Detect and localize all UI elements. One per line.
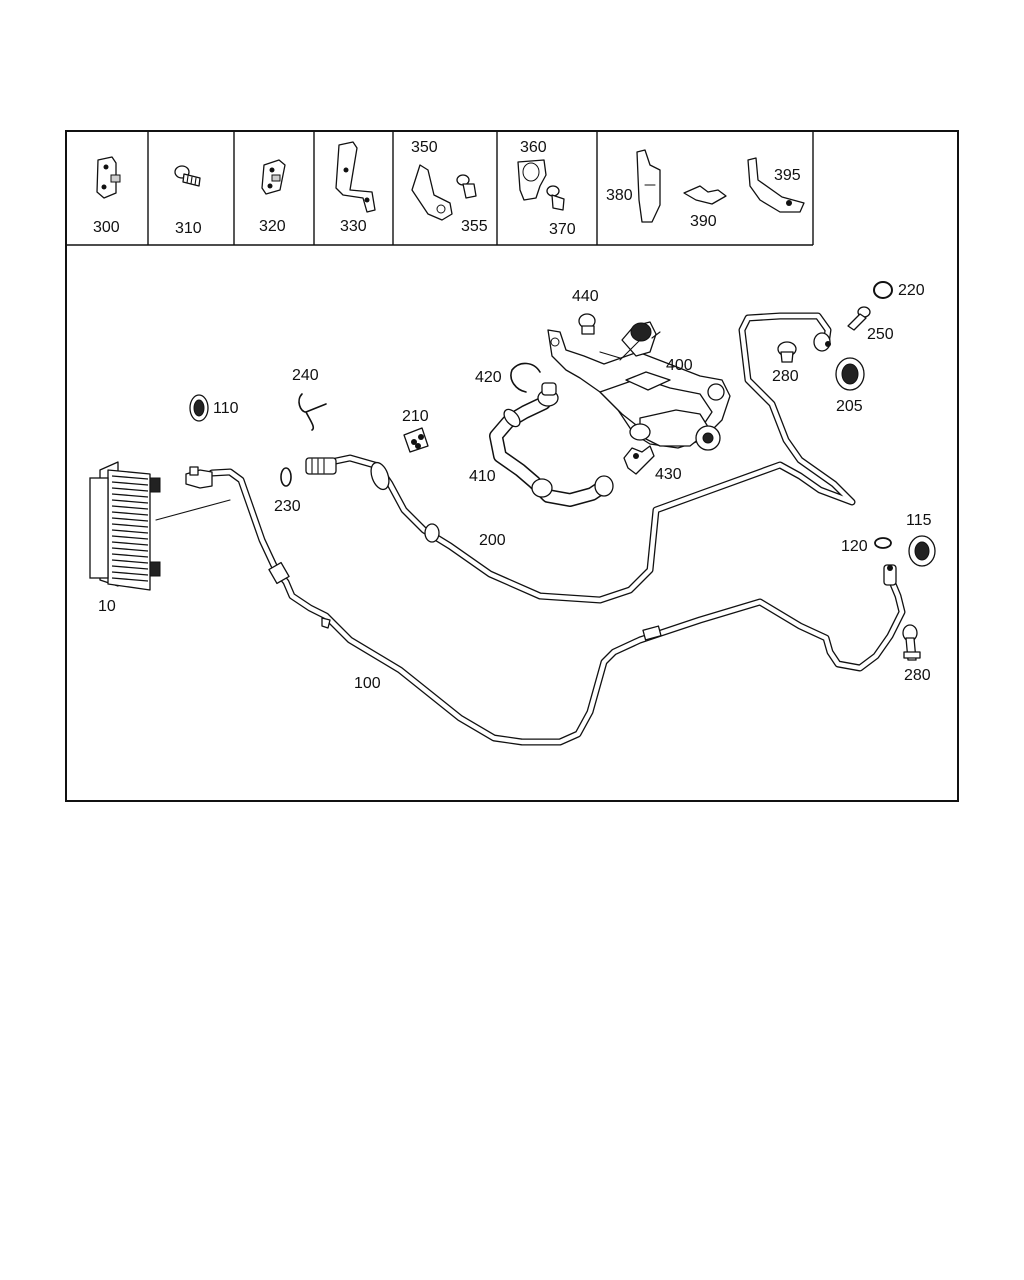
bolt-250-icon — [847, 306, 871, 331]
o-ring-220-icon — [873, 281, 893, 299]
callout-350: 350 — [411, 139, 438, 156]
callout-100: 100 — [354, 675, 381, 692]
valve-400-icon — [547, 321, 731, 451]
bracket-320-icon — [261, 159, 286, 195]
bracket-330-icon — [335, 141, 376, 213]
callout-310: 310 — [175, 220, 202, 237]
callout-410: 410 — [469, 468, 496, 485]
o-ring-230-icon — [280, 467, 292, 487]
fitting-420-icon — [537, 382, 559, 407]
seal-110-icon — [189, 394, 209, 422]
callout-205: 205 — [836, 398, 863, 415]
callout-10: 10 — [98, 598, 116, 615]
callout-240: 240 — [292, 367, 319, 384]
bolt-280-upper-icon — [777, 341, 797, 363]
callout-330: 330 — [340, 218, 367, 235]
pipe-100 — [208, 468, 906, 746]
callout-320: 320 — [259, 218, 286, 235]
fitting-icon — [185, 466, 213, 489]
bolt-440-icon — [578, 313, 596, 335]
callout-440: 440 — [572, 288, 599, 305]
callout-120: 120 — [841, 538, 868, 555]
seal-115-icon — [908, 535, 936, 567]
callout-420: 420 — [475, 369, 502, 386]
bracket-300-icon — [96, 156, 121, 199]
callout-280-lower: 280 — [904, 667, 931, 684]
callout-300: 300 — [93, 219, 120, 236]
bolt-280-lower-icon — [902, 624, 921, 661]
diagram-frame — [65, 130, 959, 802]
bolt-370-icon — [546, 185, 565, 211]
callout-210: 210 — [402, 408, 429, 425]
callout-115: 115 — [906, 512, 932, 529]
bracket-390-icon — [683, 185, 727, 205]
callout-220: 220 — [898, 282, 925, 299]
hose-410-icon — [489, 396, 614, 507]
oil-cooler-10-icon — [89, 461, 231, 591]
callout-400: 400 — [666, 357, 693, 374]
callout-250: 250 — [867, 326, 894, 343]
clamp-430-icon — [623, 445, 655, 475]
callout-395: 395 — [774, 167, 801, 184]
bracket-350-icon — [411, 164, 453, 221]
callout-230: 230 — [274, 498, 301, 515]
callout-355: 355 — [461, 218, 488, 235]
bracket-380-icon — [636, 149, 661, 223]
grommet-210-icon — [403, 427, 429, 453]
callout-430: 430 — [655, 466, 682, 483]
clamp-360-icon — [517, 159, 547, 201]
callout-200: 200 — [479, 532, 506, 549]
bracket-395-icon — [747, 157, 805, 213]
callout-390: 390 — [690, 213, 717, 230]
part-callout-labels: 300 310 320 330 350 355 360 370 380 390 … — [93, 139, 932, 692]
clip-240-icon — [298, 393, 327, 431]
callout-280-upper: 280 — [772, 368, 799, 385]
seal-205-icon — [835, 357, 865, 391]
bolt-310-icon — [174, 165, 201, 187]
callout-380: 380 — [606, 187, 633, 204]
callout-370: 370 — [549, 221, 576, 238]
pipe-200 — [305, 312, 856, 604]
clip-420-icon — [510, 362, 541, 393]
o-ring-120-icon — [874, 537, 892, 549]
callout-360: 360 — [520, 139, 547, 156]
callout-110: 110 — [213, 400, 239, 417]
bolt-355-icon — [456, 174, 477, 199]
